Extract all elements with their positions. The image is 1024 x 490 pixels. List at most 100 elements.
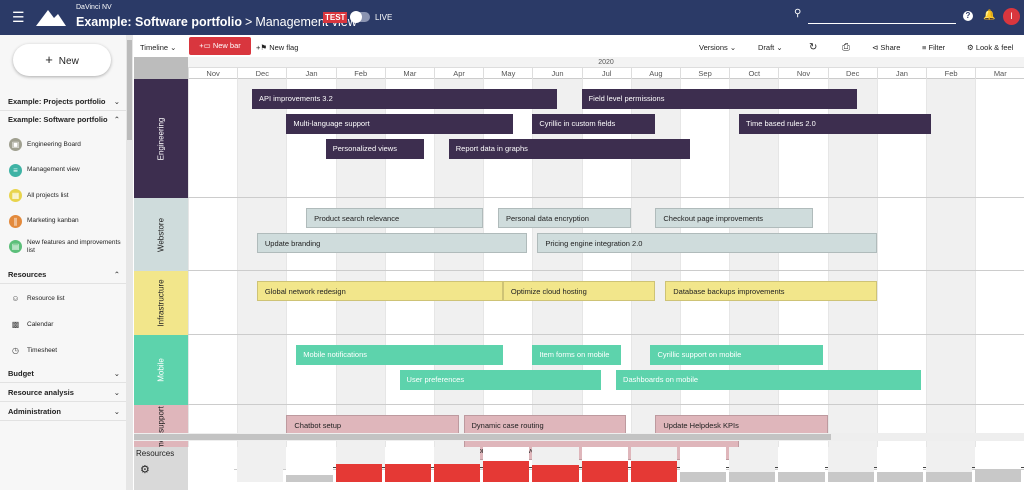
sidebar-item[interactable]: ▩Calendar <box>0 312 126 337</box>
lane-header[interactable]: Infrastructure <box>134 271 188 335</box>
sidebar-item[interactable]: ☺Resource list <box>0 286 126 311</box>
timeline-bar[interactable]: Database backups improvements <box>665 281 877 301</box>
resource-bar <box>926 472 973 482</box>
menu-icon[interactable]: ☰ <box>12 9 25 25</box>
look-feel-button[interactable]: ⚙ Look & feel <box>967 42 1013 54</box>
new-bar-button[interactable]: +▭ New bar <box>189 37 251 55</box>
workspace-title[interactable]: Example: Software portfolio <box>76 15 242 29</box>
timeline-bar[interactable]: Optimize cloud hosting <box>502 281 656 301</box>
resource-bar <box>975 469 1022 482</box>
timeline-bar[interactable]: Multi-language support <box>286 114 513 134</box>
kanban-icon: ∥ <box>9 214 22 228</box>
print-icon[interactable]: ⎙ <box>842 42 850 53</box>
resource-column <box>581 447 628 482</box>
sidebar-section-projects-portfolio[interactable]: Example: Projects portfolio ⌄ <box>0 93 126 111</box>
calendar-icon: ▩ <box>11 320 20 329</box>
lane-header[interactable]: Engineering <box>134 79 188 198</box>
bell-icon[interactable]: 🔔 <box>983 10 996 21</box>
timeline-bar[interactable]: Dynamic case routing <box>463 415 626 435</box>
month-column <box>876 79 926 470</box>
timeline-bar[interactable]: User preferences <box>399 370 602 390</box>
timeline-bar[interactable]: Global network redesign <box>256 281 503 301</box>
new-button[interactable]: +New <box>13 44 111 76</box>
sidebar-item[interactable]: ∥Marketing kanban <box>0 209 126 234</box>
month-label: Sep <box>680 68 729 79</box>
page-title: Example: Software portfolio>Management v… <box>76 15 357 29</box>
timeline-bar[interactable]: Checkout page improvements <box>655 208 813 228</box>
search-input[interactable] <box>808 8 956 24</box>
sidebar-section-budget[interactable]: Budget⌄ <box>0 365 126 383</box>
scroll-thumb[interactable] <box>127 40 132 140</box>
timeline-bar[interactable]: Pricing engine integration 2.0 <box>537 233 877 253</box>
sidebar-item[interactable]: ◷Timesheet <box>0 338 126 363</box>
draft-dropdown[interactable]: Draft ⌄ <box>758 42 783 54</box>
versions-dropdown[interactable]: Versions ⌄ <box>699 42 736 54</box>
month-column <box>778 79 827 470</box>
lane-label: Engineering <box>156 117 166 160</box>
sidebar-section-software-portfolio[interactable]: Example: Software portfolio⌃ <box>0 111 126 129</box>
timeline-bar[interactable]: Mobile notifications <box>296 345 503 365</box>
board-icon: ▣ <box>9 138 22 151</box>
chevron-down-icon: ⌄ <box>113 369 120 378</box>
sidebar-scrollbar[interactable] <box>126 35 133 490</box>
timeline-bar[interactable]: Time based rules 2.0 <box>739 114 931 134</box>
timeline-bar[interactable]: Chatbot setup <box>286 415 459 435</box>
resource-bar <box>581 461 628 482</box>
sidebar-item[interactable]: ▣Engineering Board <box>0 132 126 157</box>
chevron-down-icon: ⌄ <box>776 43 783 52</box>
chevron-down-icon: ⌄ <box>113 388 120 397</box>
resource-bar <box>335 463 382 482</box>
top-bar: ☰ DaVinci NV Example: Software portfolio… <box>0 0 1024 35</box>
share-button[interactable]: ⊲ Share <box>872 42 900 54</box>
timeline-scrollbar[interactable] <box>134 433 1024 441</box>
resource-column <box>335 447 382 482</box>
timeline-bar[interactable]: Personal data encryption <box>497 208 631 228</box>
timeline-dropdown[interactable]: Timeline ⌄ <box>140 42 176 54</box>
clock-icon: ◷ <box>12 346 19 355</box>
timeline-bar[interactable]: Personalized views <box>325 139 425 159</box>
breadcrumb-separator: > <box>245 15 253 29</box>
refresh-icon[interactable]: ↻ <box>809 42 818 53</box>
lane-header[interactable]: Webstore <box>134 198 188 271</box>
sidebar-item[interactable]: ▤New features and improvements list <box>0 234 126 259</box>
grid-corner <box>134 57 188 79</box>
section-label: Example: Projects portfolio <box>8 97 106 106</box>
scroll-thumb[interactable] <box>134 434 831 440</box>
timeline-bar[interactable]: Field level permissions <box>581 89 858 109</box>
month-column <box>286 79 335 470</box>
lane-label: Mobile <box>156 358 166 382</box>
timeline-bar[interactable]: Item forms on mobile <box>532 345 621 365</box>
sidebar-item[interactable]: ▦All projects list <box>0 183 126 208</box>
timeline-bar[interactable]: Report data in graphs <box>448 139 690 159</box>
timeline-bar[interactable]: Product search relevance <box>306 208 484 228</box>
resource-column <box>532 447 579 482</box>
lane-header[interactable]: Mobile <box>134 335 188 405</box>
help-icon[interactable]: ? <box>963 11 973 21</box>
resource-column <box>188 447 235 482</box>
chevron-down-icon: ⌄ <box>170 43 177 52</box>
davinci-logo <box>36 10 66 26</box>
resource-column <box>778 447 825 482</box>
sidebar-section-administration[interactable]: Administration⌄ <box>0 403 126 421</box>
resource-bar <box>778 472 825 482</box>
test-live-toggle[interactable] <box>350 11 370 23</box>
avatar[interactable]: I <box>1003 8 1020 25</box>
month-label: Mar <box>384 68 434 79</box>
filter-button[interactable]: ≡ Filter <box>922 42 945 54</box>
timeline-bar[interactable]: Cyrillic support on mobile <box>650 345 823 365</box>
resource-column <box>975 447 1022 482</box>
sidebar-item[interactable]: ≡Management view <box>0 158 126 183</box>
new-flag-button[interactable]: +⚑ New flag <box>256 42 298 54</box>
timeline-bar[interactable]: Update Helpdesk KPIs <box>655 415 828 435</box>
timeline-bar[interactable]: Update branding <box>256 233 528 253</box>
timeline-bar[interactable]: API improvements 3.2 <box>251 89 557 109</box>
sidebar-section-resources[interactable]: Resources⌃ <box>0 266 126 284</box>
month-label: Jan <box>286 68 335 79</box>
timeline-bar[interactable]: Cyrillic in custom fields <box>532 114 656 134</box>
gear-icon[interactable]: ⚙ <box>140 464 150 476</box>
resource-row: Resources ⚙ <box>134 447 1024 490</box>
sidebar-section-resource-analysis[interactable]: Resource analysis⌄ <box>0 384 126 402</box>
chevron-down-icon: ⌄ <box>113 97 120 106</box>
timeline-bar[interactable]: Dashboards on mobile <box>616 370 922 390</box>
